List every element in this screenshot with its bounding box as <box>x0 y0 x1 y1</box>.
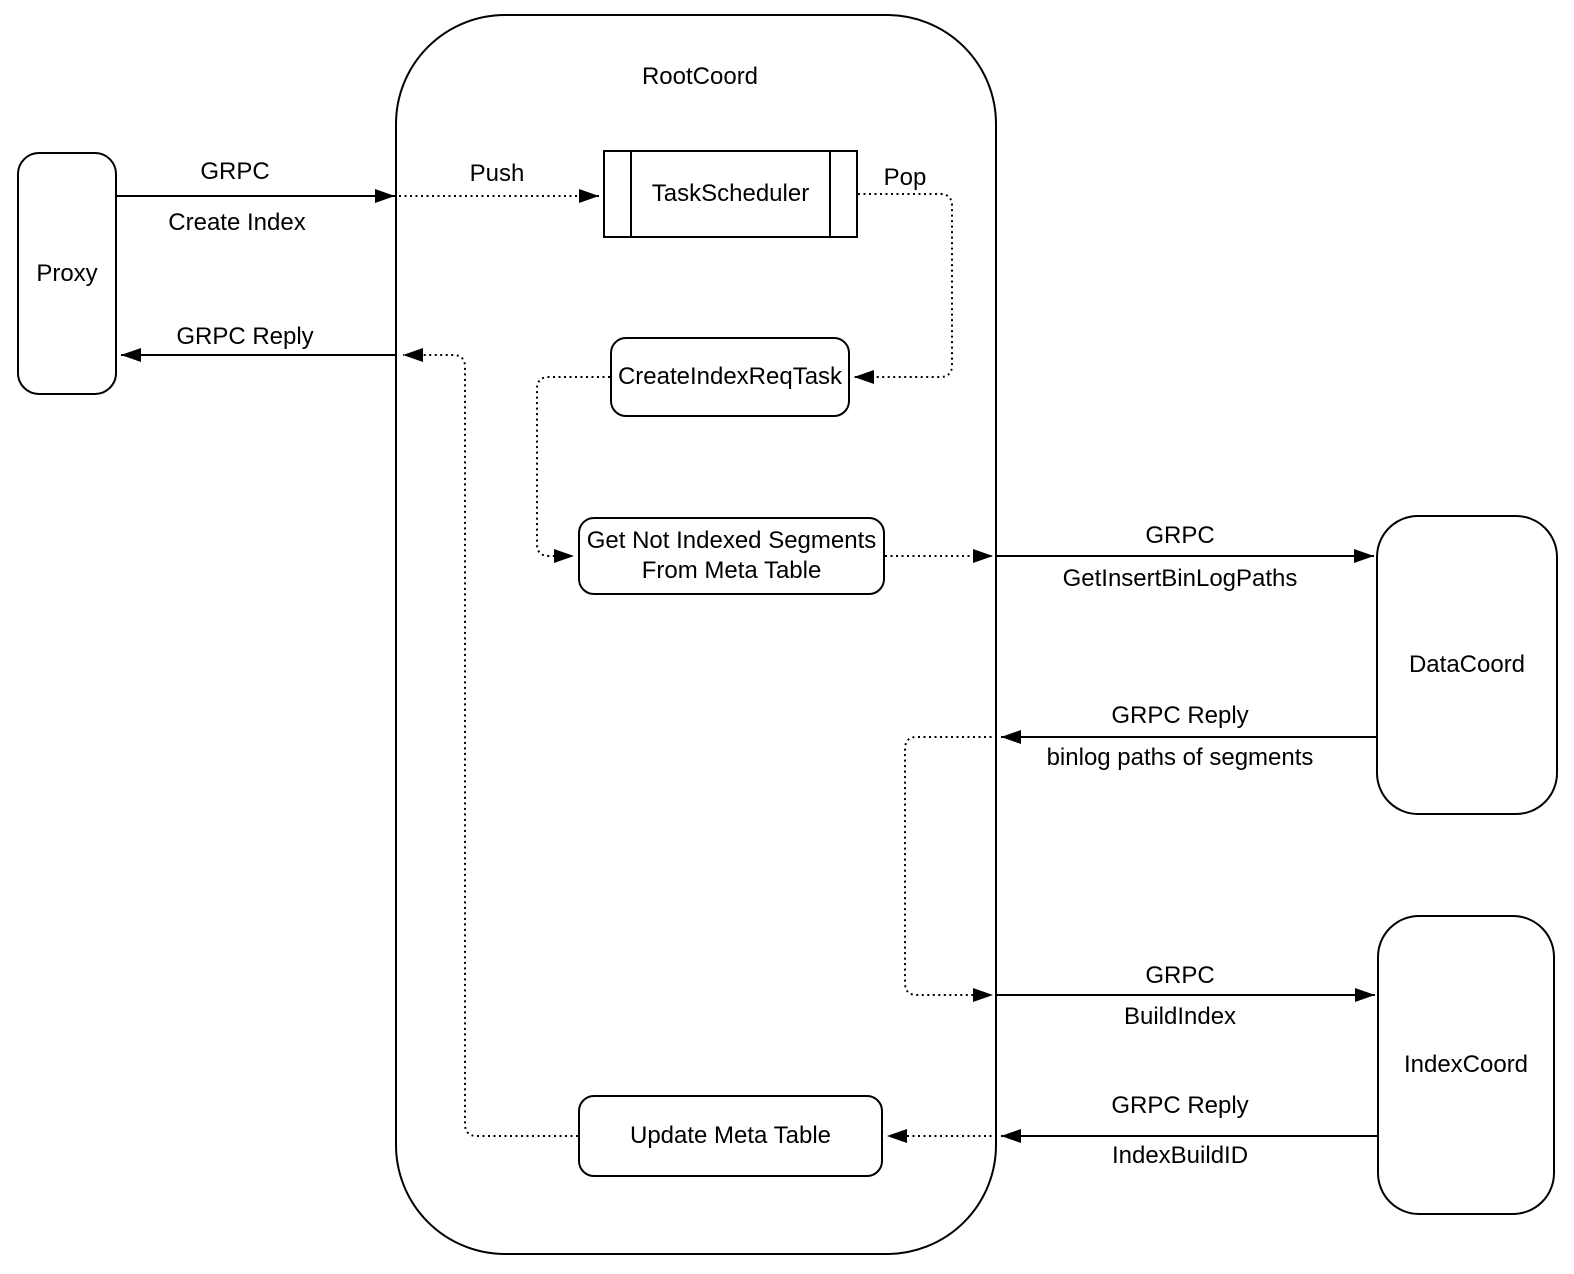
rootcoord-title: RootCoord <box>641 63 759 90</box>
label-getinsertbinlogpaths-message: GetInsertBinLogPaths <box>1062 565 1298 592</box>
indexcoord-node: IndexCoord <box>1377 915 1555 1215</box>
indexcoord-node-label: IndexCoord <box>1403 1051 1529 1078</box>
get-not-indexed-segments-line2: From Meta Table <box>641 557 822 584</box>
createindexreqtask-node-label: CreateIndexReqTask <box>617 363 843 390</box>
update-meta-table-node: Update Meta Table <box>578 1095 883 1177</box>
taskscheduler-node: TaskScheduler <box>603 150 858 238</box>
proxy-node: Proxy <box>17 152 117 395</box>
taskscheduler-node-label: TaskScheduler <box>651 180 810 207</box>
label-buildindex-protocol: GRPC <box>1145 962 1215 989</box>
label-binlog-reply-message: binlog paths of segments <box>1046 744 1314 771</box>
label-getinsertbinlogpaths-protocol: GRPC <box>1145 522 1215 549</box>
label-pop: Pop <box>883 164 927 191</box>
update-meta-table-node-label: Update Meta Table <box>629 1122 832 1149</box>
get-not-indexed-segments-node: Get Not Indexed Segments From Meta Table <box>578 517 885 595</box>
label-push: Push <box>469 160 525 187</box>
label-create-index-protocol: GRPC <box>200 158 270 185</box>
datacoord-node: DataCoord <box>1376 515 1558 815</box>
get-not-indexed-segments-node-label: Get Not Indexed Segments From Meta Table <box>587 526 877 586</box>
label-buildindex-message: BuildIndex <box>1123 1003 1237 1030</box>
arrow-pop <box>854 193 953 384</box>
createindexreqtask-node: CreateIndexReqTask <box>610 337 850 417</box>
get-not-indexed-segments-line1: Get Not Indexed Segments <box>586 527 877 554</box>
label-indexbuildid-protocol: GRPC Reply <box>1111 1092 1249 1119</box>
label-create-index-message: Create Index <box>168 209 306 236</box>
label-binlog-reply-protocol: GRPC Reply <box>1111 702 1249 729</box>
taskscheduler-right-bar <box>829 152 831 236</box>
label-indexbuildid-message: IndexBuildID <box>1111 1142 1249 1169</box>
rootcoord-container <box>395 14 997 1255</box>
label-grpc-reply-to-proxy: GRPC Reply <box>176 323 314 350</box>
taskscheduler-left-bar <box>630 152 632 236</box>
arrow-update-meta-to-border <box>403 348 578 1137</box>
arrow-binlog-reply-loop <box>904 736 997 1002</box>
datacoord-node-label: DataCoord <box>1408 651 1526 678</box>
proxy-node-label: Proxy <box>36 259 98 287</box>
